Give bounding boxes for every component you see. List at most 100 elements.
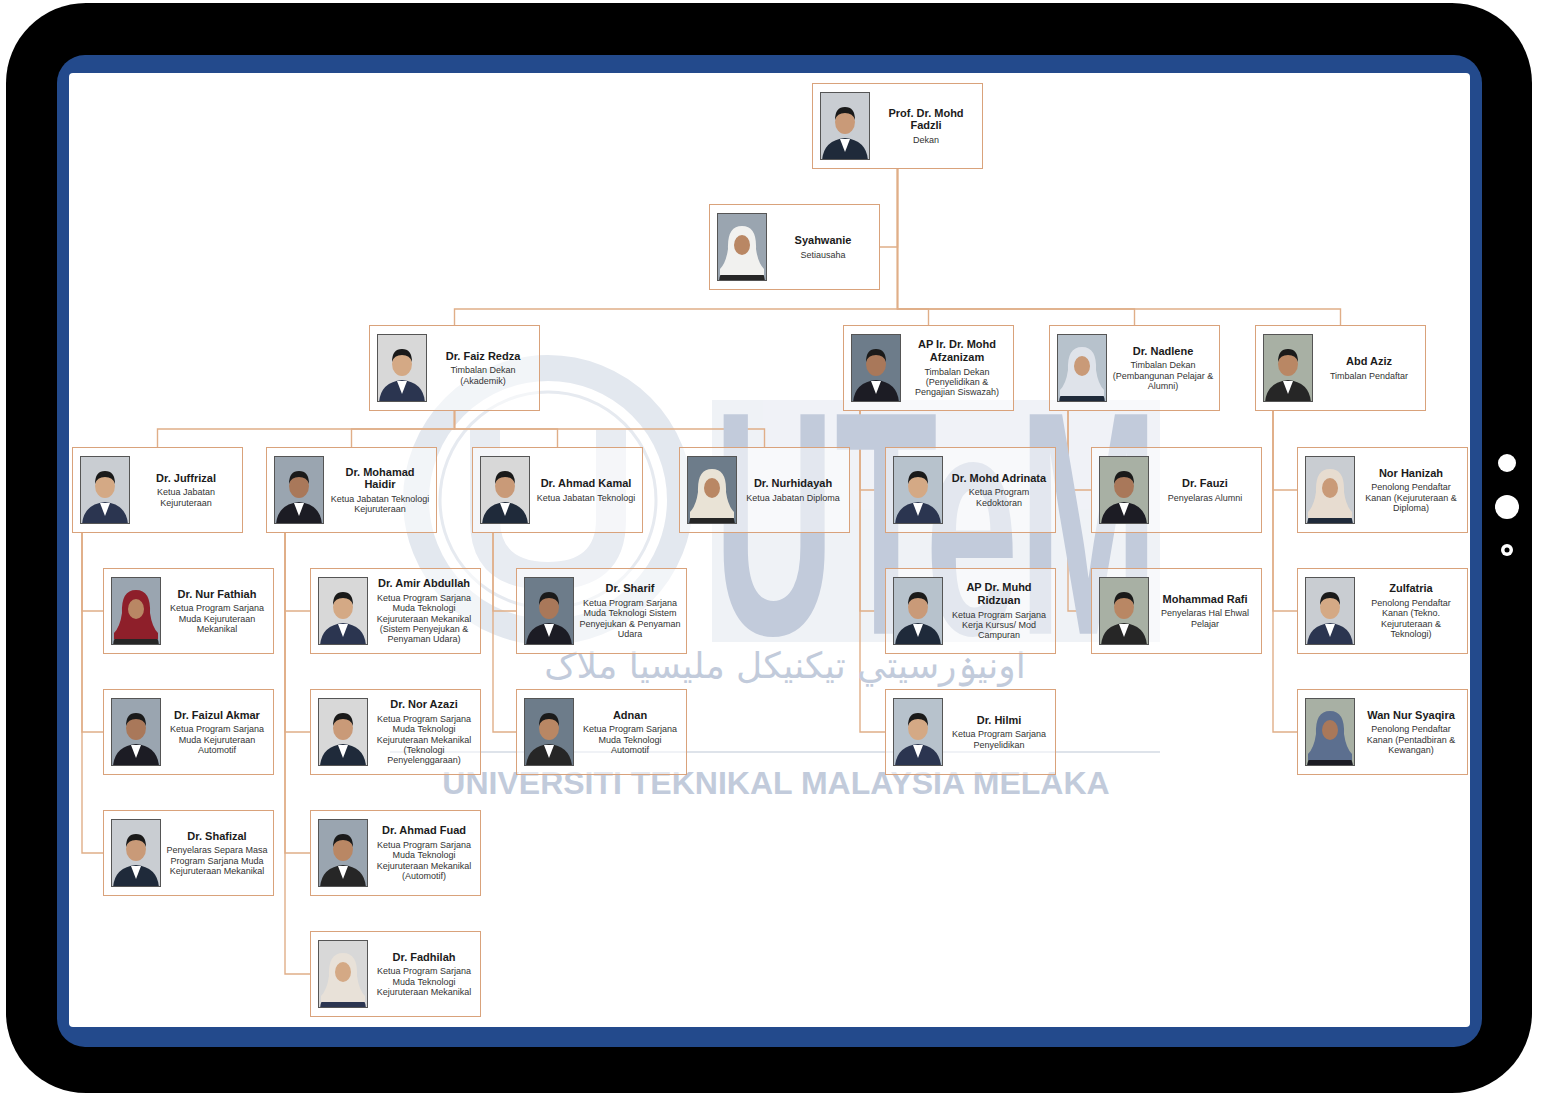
job-title: Ketua Jabatan Teknologi Kejuruteraan — [329, 494, 431, 515]
person-name: Adnan — [579, 709, 681, 722]
text-block: Nor HanizahPenolong Pendaftar Kanan (Kej… — [1360, 467, 1462, 514]
photo-frame — [378, 335, 427, 402]
text-block: Wan Nur SyaqiraPenolong Pendaftar Kanan … — [1360, 709, 1462, 756]
photo-frame — [821, 93, 870, 160]
person-name: Dr. Amir Abdullah — [373, 577, 475, 590]
text-area: Dr. HilmiKetua Program Sarjana Penyelidi… — [948, 690, 1050, 774]
photo-background — [274, 456, 324, 524]
portrait-photo — [111, 577, 161, 645]
org-connector — [1273, 411, 1297, 611]
text-block: Dr. NadleneTimbalan Dekan (Pembangunan P… — [1112, 345, 1214, 392]
photo-body — [1307, 623, 1353, 645]
photo-hair — [495, 471, 515, 484]
photo-shirt — [1119, 624, 1129, 637]
person-name: Dr. Nur Fathiah — [166, 588, 268, 601]
photo-background — [1057, 334, 1107, 402]
staff-box: Dr. Amir AbdullahKetua Program Sarjana M… — [310, 568, 481, 654]
text-block: Dr. ShafizalPenyelaras Separa Masa Progr… — [166, 830, 268, 877]
portrait-photo — [1263, 334, 1313, 402]
photo-hijab — [321, 953, 365, 1002]
job-title: Ketua Program Sarjana Penyelidikan — [948, 729, 1050, 750]
tablet-button — [1495, 495, 1519, 519]
photo-background — [893, 698, 943, 766]
photo-shirt — [544, 745, 554, 758]
portrait-photo — [480, 456, 530, 524]
text-area: Abd AzizTimbalan Pendaftar — [1318, 326, 1420, 410]
photo-body — [320, 744, 366, 766]
photo-body — [113, 744, 159, 766]
portrait-photo — [318, 940, 368, 1008]
photo-body — [526, 623, 572, 645]
portrait-photo — [1305, 698, 1355, 766]
portrait-photo — [524, 698, 574, 766]
photo-frame — [1058, 335, 1107, 402]
photo-frame — [1264, 335, 1313, 402]
photo-background — [524, 698, 574, 766]
photo-body — [82, 502, 128, 524]
staff-box: Dr. HilmiKetua Program Sarjana Penyelidi… — [885, 689, 1056, 775]
portrait-photo — [820, 92, 870, 160]
text-area: Dr. JuffrizalKetua Jabatan Kejuruteraan — [135, 448, 237, 532]
photo-frame — [319, 820, 368, 887]
staff-box: Dr. Ahmad KamalKetua Jabatan Teknologi — [472, 447, 643, 533]
text-block: Dr. Faizul AkmarKetua Program Sarjana Mu… — [166, 709, 268, 756]
org-connector — [880, 169, 898, 247]
photo-frame — [112, 820, 161, 887]
staff-box: Dr. FauziPenyelaras Alumni — [1091, 447, 1262, 533]
person-name: Prof. Dr. Mohd Fadzli — [875, 107, 977, 132]
photo-background — [111, 819, 161, 887]
photo-body — [895, 744, 941, 766]
photo-background — [893, 577, 943, 645]
photo-frame — [1306, 457, 1355, 524]
photo-hijab — [720, 226, 764, 275]
job-title: Penolong Pendaftar Kanan (Pentadbiran & … — [1360, 724, 1462, 755]
text-area: Dr. FauziPenyelaras Alumni — [1154, 448, 1256, 532]
org-connector — [352, 411, 455, 447]
photo-frame — [894, 578, 943, 645]
org-connector — [898, 169, 929, 325]
person-name: Dr. Mohamad Haidir — [329, 466, 431, 491]
job-title: Penyelaras Alumni — [1154, 493, 1256, 503]
photo-hair — [126, 834, 146, 847]
org-connector — [285, 533, 310, 732]
portrait-photo — [318, 698, 368, 766]
photo-shirt — [100, 503, 110, 516]
person-name: Dr. Mohd Adrinata — [948, 472, 1050, 485]
job-title: Ketua Program Kedoktoran — [948, 487, 1050, 508]
photo-hijab — [1308, 711, 1352, 760]
staff-box: Nor HanizahPenolong Pendaftar Kanan (Kej… — [1297, 447, 1468, 533]
photo-body — [1101, 623, 1147, 645]
text-block: Abd AzizTimbalan Pendaftar — [1318, 355, 1420, 381]
photo-body — [482, 502, 528, 524]
text-area: Dr. Faizul AkmarKetua Program Sarjana Mu… — [166, 690, 268, 774]
photo-shirt — [840, 139, 850, 152]
portrait-photo — [377, 334, 427, 402]
staff-box: Dr. Nur FathiahKetua Program Sarjana Mud… — [103, 568, 274, 654]
screen-bezel — [57, 55, 1482, 1047]
photo-body — [320, 623, 366, 645]
text-block: Dr. SharifKetua Program Sarjana Muda Tek… — [579, 582, 681, 639]
photo-background — [111, 698, 161, 766]
tablet-body — [6, 3, 1532, 1093]
person-name: AP Dr. Muhd Ridzuan — [948, 581, 1050, 606]
photo-frame — [112, 699, 161, 766]
photo-frame — [112, 578, 161, 645]
photo-background — [318, 819, 368, 887]
job-title: Setiausaha — [772, 250, 874, 260]
photo-frame — [525, 578, 574, 645]
staff-box: Dr. NurhidayahKetua Jabatan Diploma — [679, 447, 850, 533]
person-name: Dr. Nor Azazi — [373, 698, 475, 711]
photo-background — [1099, 456, 1149, 524]
staff-box: Dr. Ahmad FuadKetua Program Sarjana Muda… — [310, 810, 481, 896]
photo-hair — [392, 349, 412, 362]
photo-background — [1305, 456, 1355, 524]
staff-box: Abd AzizTimbalan Pendaftar — [1255, 325, 1426, 411]
photo-frame — [894, 699, 943, 766]
person-name: Dr. Ahmad Fuad — [373, 824, 475, 837]
photo-body — [113, 865, 159, 887]
text-block: Dr. HilmiKetua Program Sarjana Penyelidi… — [948, 714, 1050, 750]
job-title: Ketua Program Sarjana Muda Kejuruteraan … — [166, 724, 268, 755]
person-name: Zulfatria — [1360, 582, 1462, 595]
